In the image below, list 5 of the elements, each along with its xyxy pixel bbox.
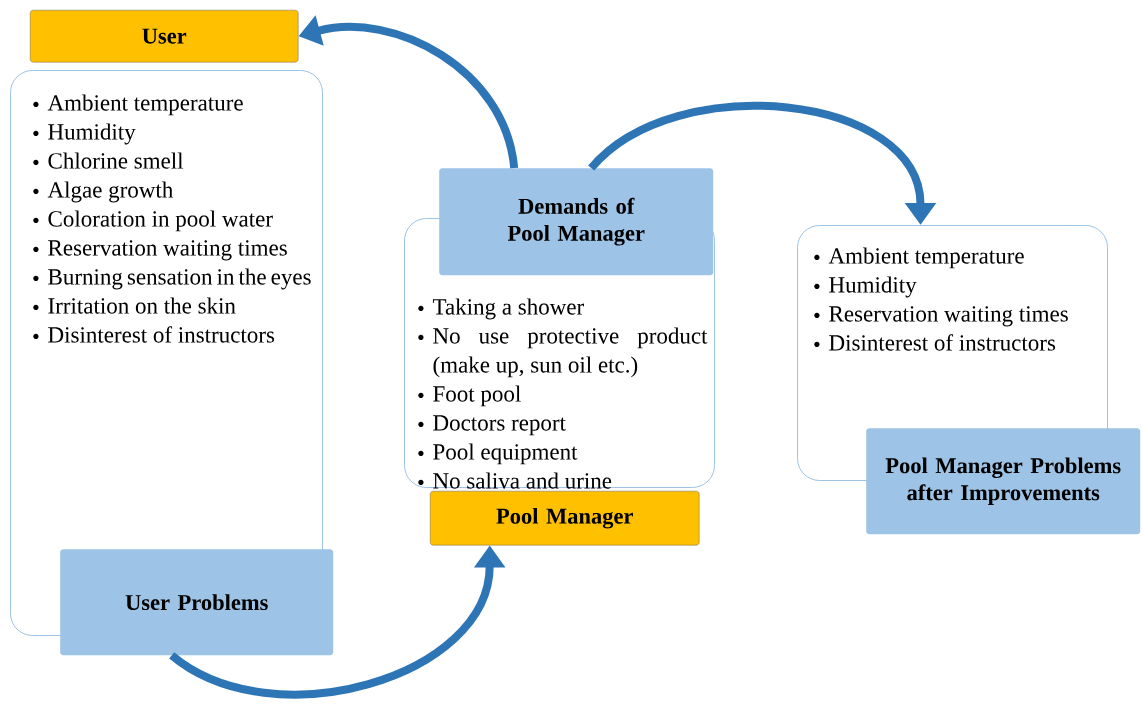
- label-box: User Problems: [60, 549, 334, 656]
- label-box: User: [30, 10, 299, 63]
- label-box: Pool Manager Problems after Improvements: [866, 428, 1141, 535]
- label-box: Demands of Pool Manager: [439, 168, 714, 276]
- label-box: Pool Manager: [430, 491, 700, 546]
